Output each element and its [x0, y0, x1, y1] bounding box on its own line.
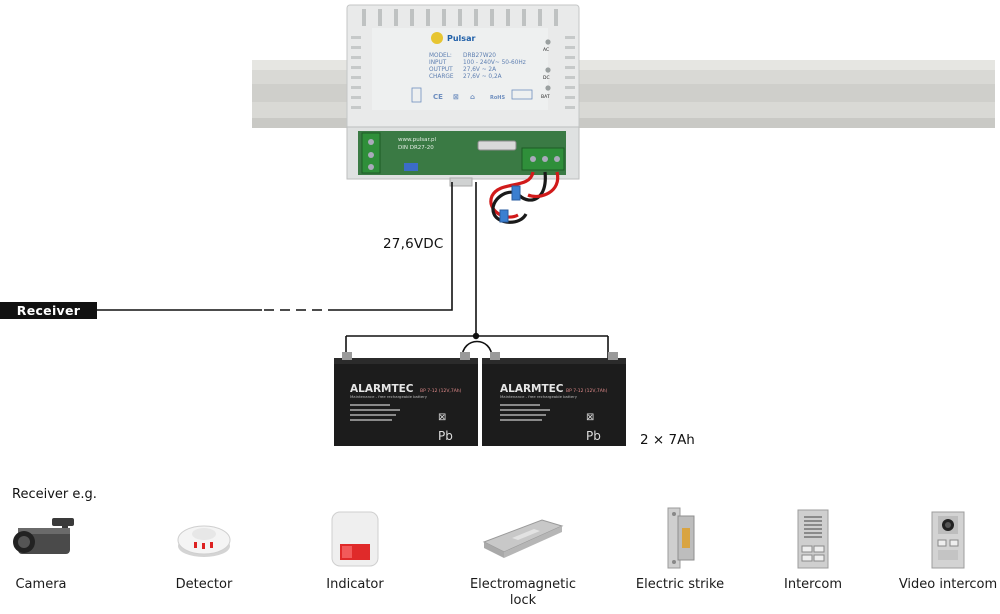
battery-2-brand: ALARMTEC — [500, 383, 564, 395]
recycle-bin-icon: ⊠ — [586, 412, 594, 423]
battery-2-subtitle: Maintenance - free rechargeable battery — [500, 394, 578, 399]
svg-text:⌂: ⌂ — [470, 93, 475, 101]
video-intercom-icon — [931, 511, 965, 569]
status-leds: AC DC BAT — [541, 39, 551, 100]
batteries: ALARMTEC BP 7-12 (12V,7Ah) Maintenance -… — [334, 352, 626, 446]
receiver-label-electromagnetic-lock: Electromagnetic lock — [469, 577, 577, 608]
psu-charge-label: CHARGE — [429, 74, 454, 80]
detector-icon — [177, 525, 231, 557]
svg-text:⊠: ⊠ — [453, 93, 459, 101]
pcb-model: DIN DR27-20 — [398, 145, 434, 151]
battery-2-chem: Pb — [586, 429, 601, 443]
battery-capacity-label: 2 × 7Ah — [640, 432, 695, 448]
receiver-label-detector: Detector — [175, 577, 233, 592]
svg-text:RoHS: RoHS — [490, 95, 505, 101]
psu-housing: Pulsar MODEL: DRB27W20 INPUT 100 - 240V~… — [346, 4, 580, 187]
svg-text:CE: CE — [433, 93, 443, 101]
voltage-label: 27,6VDC — [383, 236, 444, 252]
led-bat-label: BAT — [541, 94, 550, 100]
battery-2-model: BP 7-12 (12V,7Ah) — [566, 388, 608, 394]
battery-1-chem: Pb — [438, 429, 453, 443]
led-dc-label: DC — [543, 75, 550, 81]
psu-output-value: 27,6V ~ 2A — [463, 67, 496, 73]
receiver-label-electric-strike: Electric strike — [635, 577, 725, 592]
receiver-label-camera: Camera — [15, 577, 67, 592]
output-line-receiver — [338, 182, 453, 311]
battery-1-brand: ALARMTEC — [350, 383, 414, 395]
psu-input-value: 100 - 240V~ 50-60Hz — [463, 60, 526, 66]
battery-1: ALARMTEC BP 7-12 (12V,7Ah) Maintenance -… — [334, 352, 478, 446]
receiver-examples-heading: Receiver e.g. — [12, 487, 97, 502]
wiring-diagram — [97, 182, 609, 359]
led-ac-label: AC — [543, 47, 549, 53]
receiver-label-indicator: Indicator — [326, 577, 384, 592]
receiver-label-intercom: Intercom — [784, 577, 842, 592]
electric-strike-icon — [667, 507, 695, 569]
electromagnetic-lock-icon — [482, 519, 564, 558]
battery-1-subtitle: Maintenance - free rechargeable battery — [350, 394, 428, 399]
psu-model-value: DRB27W20 — [463, 53, 496, 59]
camera-icon — [13, 518, 74, 554]
psu-brand: Pulsar — [447, 34, 475, 43]
receiver-tag: Receiver — [0, 302, 97, 319]
battery-2: ALARMTEC BP 7-12 (12V,7Ah) Maintenance -… — [482, 352, 626, 446]
psu-model-label: MODEL: — [429, 53, 452, 59]
receiver-label-video-intercom: Video intercom — [898, 577, 998, 592]
battery-1-model: BP 7-12 (12V,7Ah) — [420, 388, 462, 394]
psu-input-label: INPUT — [429, 60, 447, 66]
battery-wires — [489, 171, 560, 224]
certification-marks: CE ⊠ ⌂ RoHS — [411, 87, 533, 103]
intercom-icon — [797, 509, 829, 569]
power-supply-unit: Pulsar MODEL: DRB27W20 INPUT 100 - 240V~… — [252, 4, 995, 224]
indicator-icon — [331, 511, 379, 567]
recycle-bin-icon: ⊠ — [438, 412, 446, 423]
psu-charge-value: 27,6V ~ 0,2A — [463, 74, 502, 80]
pcb-url: www.pulsar.pl — [398, 137, 436, 143]
psu-output-label: OUTPUT — [429, 67, 453, 73]
